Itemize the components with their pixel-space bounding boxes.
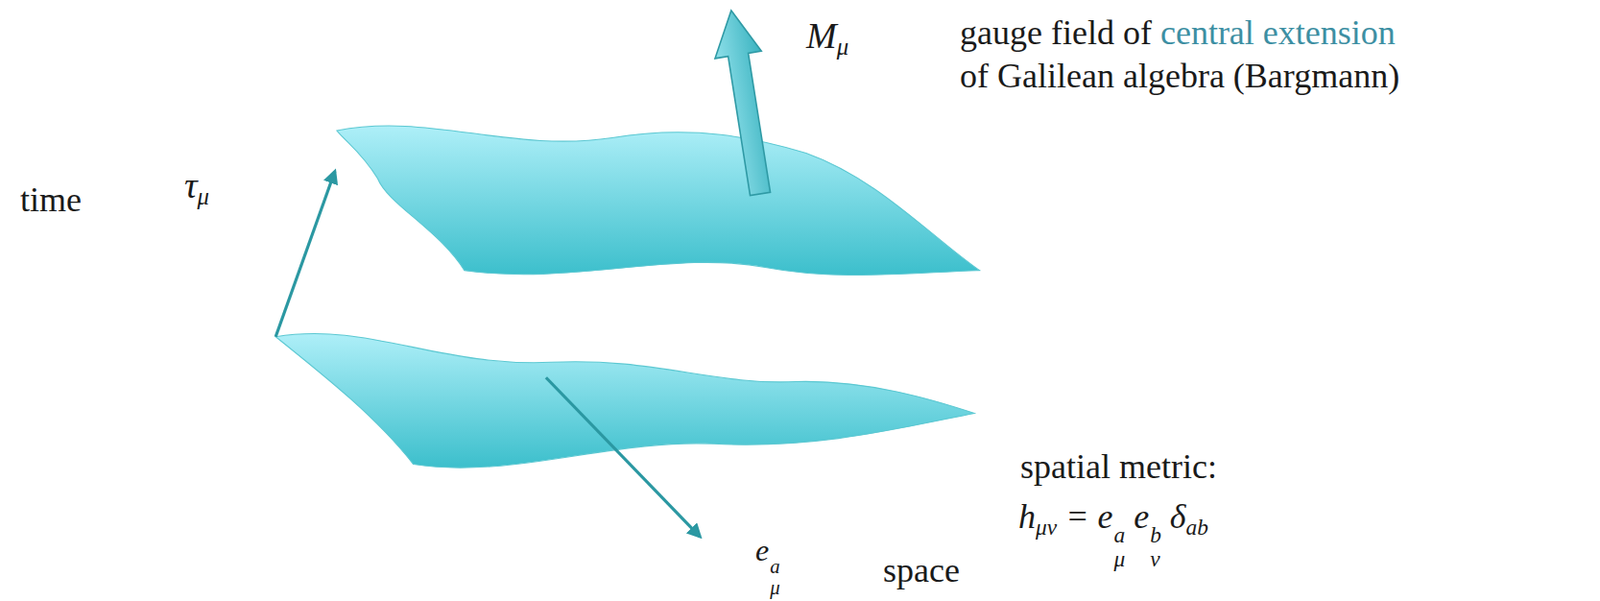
text-run: h — [1018, 497, 1036, 536]
axis-label: time — [20, 178, 82, 222]
upper-index: b — [1149, 523, 1162, 548]
gauge-arrow — [708, 6, 785, 198]
lower-index: μ — [769, 576, 780, 598]
time-arrow — [275, 171, 335, 337]
index-stack: μa — [1113, 523, 1125, 571]
lower-index: ν — [1149, 547, 1162, 572]
upper-sheet — [336, 125, 980, 276]
highlight-term: central extension — [1160, 13, 1396, 52]
text-run: time — [20, 180, 82, 219]
text-run: δ — [1161, 497, 1187, 536]
text-run: gauge field of — [959, 13, 1161, 52]
lower-sheet — [275, 333, 975, 468]
lower-index: μ — [836, 33, 849, 60]
axis-label: space — [883, 549, 960, 593]
upper-index: a — [1113, 523, 1125, 548]
index-stack: νb — [1149, 523, 1162, 571]
space-arrow — [546, 377, 700, 537]
index-stack: μa — [769, 555, 780, 598]
lower-index: μ — [197, 183, 210, 210]
text-run: of Galilean algebra (Bargmann) — [959, 56, 1400, 96]
text-run: = e — [1056, 497, 1113, 536]
text-run: e — [1124, 497, 1149, 536]
time-frame-symbol: τμ — [184, 163, 210, 213]
metric-formula: hμν = eμa eνb δab — [1018, 495, 1209, 571]
upper-index: a — [769, 555, 780, 577]
lower-index: ab — [1186, 514, 1209, 540]
text-run: τ — [184, 165, 198, 206]
text-run: space — [883, 550, 960, 590]
lower-index: μ — [1113, 547, 1125, 572]
lower-index: μν — [1035, 514, 1057, 540]
text-run: e — [755, 532, 769, 568]
gauge-field-symbol: Mμ — [806, 13, 849, 63]
space-frame-symbol: eμa — [755, 530, 781, 598]
metric-caption: spatial metric: — [1020, 445, 1218, 489]
text-run: spatial metric: — [1020, 447, 1218, 486]
text-run: M — [806, 15, 837, 56]
gauge-field-note: gauge field of central extension of Gali… — [959, 11, 1400, 98]
